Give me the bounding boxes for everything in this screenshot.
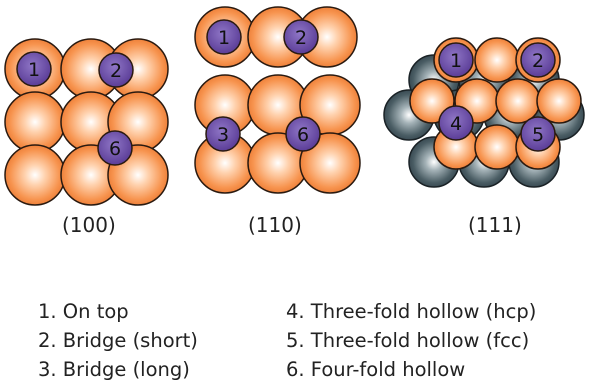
adsorbate-site-2 (283, 19, 319, 55)
surface-atom (495, 78, 541, 124)
site-label-2: 2 (295, 27, 307, 49)
adsorbate-site-1 (206, 19, 242, 55)
adsorption-sites-diagram: 1 2 6 1 2 3 6 (4, 6, 585, 206)
legend-item-6: 6. Four-fold hollow (286, 358, 466, 381)
surface-atom (474, 124, 520, 170)
legend-item-3: 3. Bridge (long) (38, 358, 190, 381)
site-label-1: 1 (28, 59, 40, 81)
legend-item-4: 4. Three-fold hollow (hcp) (286, 300, 537, 323)
surface-atom (299, 132, 361, 194)
legend-item-5: 5. Three-fold hollow (fcc) (286, 329, 530, 352)
adsorbate-site-1 (438, 42, 474, 78)
surface-atom (474, 37, 520, 83)
adsorbate-site-2 (98, 52, 134, 88)
facet-label-111: (111) (468, 213, 522, 237)
facet-111: 1 2 4 5 (383, 37, 585, 188)
facet-label-110: (110) (248, 213, 302, 237)
adsorbate-site-4 (438, 105, 474, 141)
adsorbate-site-6 (97, 130, 133, 166)
site-label-5: 5 (532, 124, 544, 146)
site-label-1: 1 (450, 50, 462, 72)
facet-100: 1 2 6 (4, 38, 169, 206)
adsorbate-site-6 (285, 116, 321, 152)
site-label-4: 4 (450, 113, 462, 135)
surface-atom (4, 144, 66, 206)
adsorbate-site-2 (520, 42, 556, 78)
adsorbate-site-5 (520, 116, 556, 152)
site-label-6: 6 (109, 138, 121, 160)
legend-item-1: 1. On top (38, 300, 129, 323)
adsorbate-site-3 (205, 116, 241, 152)
site-label-3: 3 (217, 124, 229, 146)
surface-atom (536, 78, 582, 124)
facet-label-100: (100) (62, 213, 116, 237)
site-label-6: 6 (297, 124, 309, 146)
legend-item-2: 2. Bridge (short) (38, 329, 198, 352)
site-label-2: 2 (532, 50, 544, 72)
site-label-2: 2 (110, 60, 122, 82)
facet-110: 1 2 3 6 (194, 6, 361, 194)
adsorbate-site-1 (16, 51, 52, 87)
surface-atom (4, 91, 66, 153)
site-label-1: 1 (218, 27, 230, 49)
